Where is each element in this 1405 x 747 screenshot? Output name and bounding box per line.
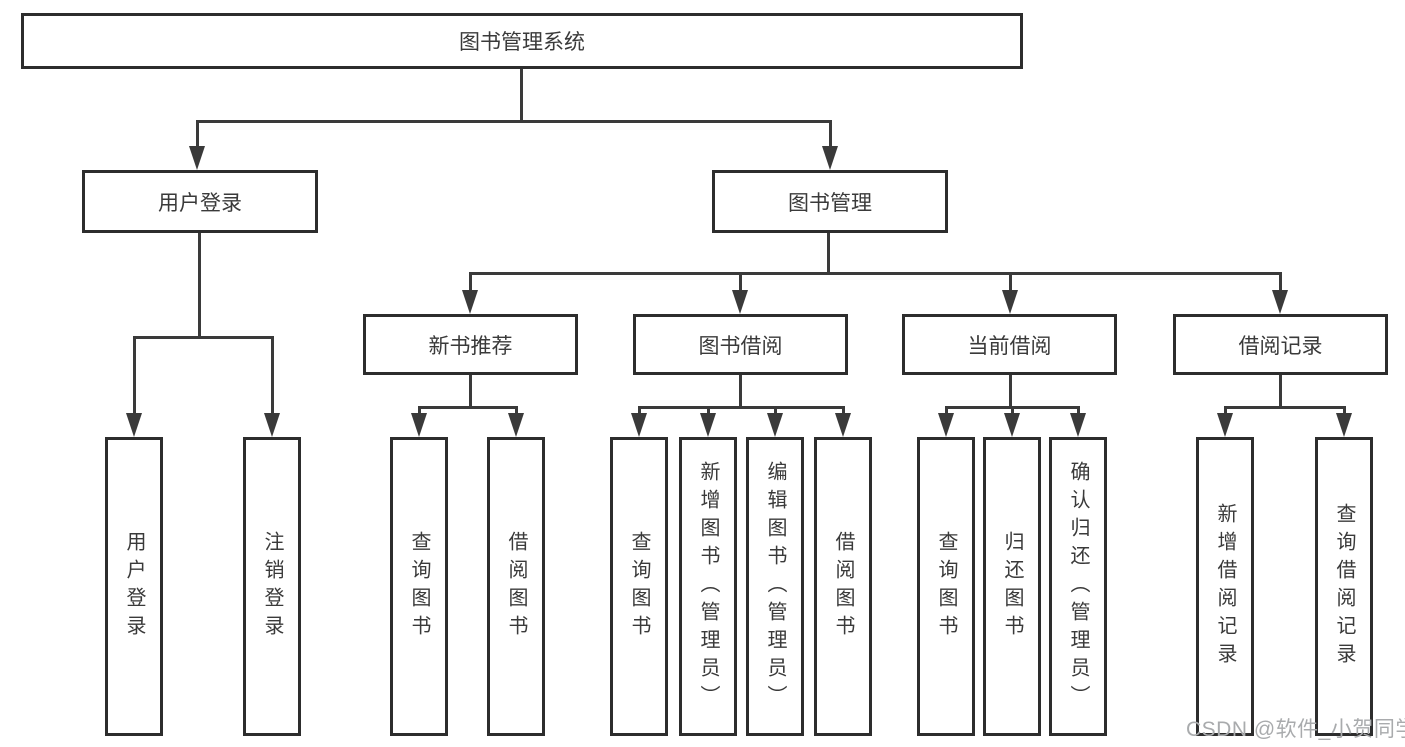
leaf-return-books-label: 归还图书 [1001, 530, 1023, 643]
connector-line [707, 406, 710, 415]
connector-line [829, 120, 832, 148]
connector-line [515, 406, 518, 415]
arrow-down-icon [822, 146, 838, 170]
arrow-down-icon [938, 413, 954, 437]
leaf-edit-books-admin-label: 编辑图书（管理员） [764, 460, 786, 713]
node-root-label: 图书管理系统 [459, 31, 585, 54]
connector-line [638, 406, 641, 415]
node-new-book-recommend: 新书推荐 [363, 314, 578, 375]
node-book-management-label: 图书管理 [788, 191, 872, 215]
connector-line [271, 336, 274, 415]
leaf-query-books-current-label: 查询图书 [935, 530, 957, 643]
leaf-query-borrow-record-label: 查询借阅记录 [1333, 502, 1355, 671]
node-book-management: 图书管理 [712, 170, 948, 233]
leaf-add-borrow-record: 新增借阅记录 [1196, 437, 1254, 736]
leaf-query-books-recommend: 查询图书 [390, 437, 448, 736]
connector-line [418, 406, 518, 409]
connector-line [1011, 406, 1014, 415]
connector-line [842, 406, 845, 415]
connector-line [1009, 272, 1012, 292]
connector-line [638, 406, 844, 409]
connector-line [469, 375, 472, 406]
node-current-borrow: 当前借阅 [902, 314, 1117, 375]
connector-line [1279, 375, 1282, 406]
arrow-down-icon [508, 413, 524, 437]
arrow-down-icon [767, 413, 783, 437]
arrow-down-icon [1070, 413, 1086, 437]
node-book-borrow-label: 图书借阅 [698, 334, 783, 358]
leaf-add-books-admin-label: 新增图书（管理员） [697, 460, 719, 713]
connector-line [739, 272, 742, 292]
node-root: 图书管理系统 [21, 13, 1023, 69]
connector-line [945, 406, 948, 415]
node-current-borrow-label: 当前借阅 [967, 334, 1052, 358]
connector-line [469, 272, 472, 292]
arrow-down-icon [1002, 290, 1018, 314]
leaf-borrow-books-recommend-label: 借阅图书 [505, 530, 527, 643]
connector-line [774, 406, 777, 415]
connector-line [133, 336, 274, 339]
connector-line [469, 272, 1281, 275]
connector-line [739, 375, 742, 406]
arrow-down-icon [835, 413, 851, 437]
arrow-down-icon [732, 290, 748, 314]
leaf-logout-label: 注销登录 [261, 530, 283, 643]
connector-line [196, 120, 199, 148]
leaf-borrow-books: 借阅图书 [814, 437, 872, 736]
watermark: CSDN @软件_小贺同学 [1186, 718, 1405, 741]
leaf-query-books-borrow: 查询图书 [610, 437, 668, 736]
arrow-down-icon [411, 413, 427, 437]
node-borrow-records: 借阅记录 [1173, 314, 1388, 375]
connector-line [418, 406, 421, 415]
connector-line [1224, 406, 1227, 415]
connector-line [1224, 406, 1345, 409]
connector-line [1009, 375, 1012, 406]
leaf-user-login-label: 用户登录 [123, 530, 145, 643]
leaf-query-books-recommend-label: 查询图书 [408, 530, 430, 643]
arrow-down-icon [462, 290, 478, 314]
connector-line [1343, 406, 1346, 415]
node-borrow-records-label: 借阅记录 [1238, 334, 1323, 358]
leaf-add-books-admin: 新增图书（管理员） [679, 437, 737, 736]
connector-line [827, 233, 830, 272]
connector-line [198, 233, 201, 336]
node-user-login-label: 用户登录 [158, 191, 242, 215]
connector-line [196, 120, 832, 123]
arrow-down-icon [700, 413, 716, 437]
leaf-borrow-books-label: 借阅图书 [832, 530, 854, 643]
leaf-query-books-borrow-label: 查询图书 [628, 530, 650, 643]
leaf-return-books: 归还图书 [983, 437, 1041, 736]
leaf-user-login: 用户登录 [105, 437, 163, 736]
leaf-query-borrow-record: 查询借阅记录 [1315, 437, 1373, 736]
connector-line [520, 69, 523, 120]
leaf-query-books-current: 查询图书 [917, 437, 975, 736]
leaf-confirm-return-admin: 确认归还（管理员） [1049, 437, 1107, 736]
arrow-down-icon [1217, 413, 1233, 437]
arrow-down-icon [1336, 413, 1352, 437]
connector-line [133, 336, 136, 415]
arrow-down-icon [126, 413, 142, 437]
leaf-add-borrow-record-label: 新增借阅记录 [1214, 502, 1236, 671]
leaf-edit-books-admin: 编辑图书（管理员） [746, 437, 804, 736]
arrow-down-icon [1272, 290, 1288, 314]
leaf-confirm-return-admin-label: 确认归还（管理员） [1067, 460, 1089, 713]
arrow-down-icon [631, 413, 647, 437]
leaf-logout: 注销登录 [243, 437, 301, 736]
connector-line [1077, 406, 1080, 415]
arrow-down-icon [264, 413, 280, 437]
connector-line [1279, 272, 1282, 292]
arrow-down-icon [189, 146, 205, 170]
leaf-borrow-books-recommend: 借阅图书 [487, 437, 545, 736]
arrow-down-icon [1004, 413, 1020, 437]
node-new-book-recommend-label: 新书推荐 [428, 334, 513, 358]
node-user-login: 用户登录 [82, 170, 318, 233]
node-book-borrow: 图书借阅 [633, 314, 848, 375]
